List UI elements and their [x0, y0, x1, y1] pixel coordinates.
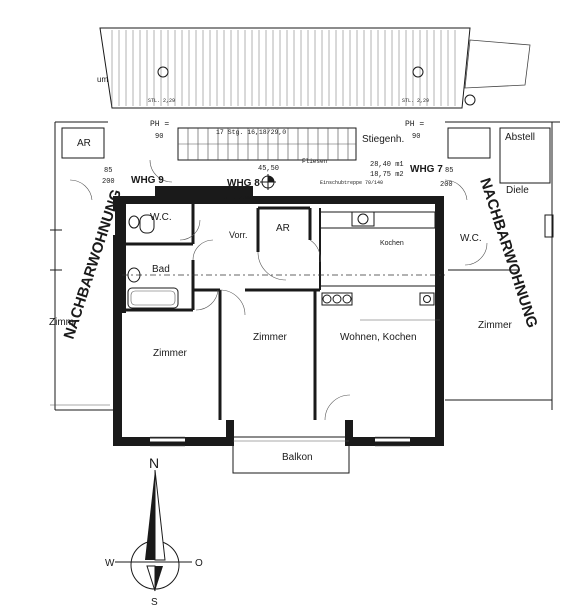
- ar-left-label: AR: [77, 138, 91, 149]
- ph-right: PH =: [405, 120, 424, 129]
- balcony: [232, 436, 350, 474]
- fliesen-label: Fliesen: [302, 158, 328, 165]
- compass-o: O: [195, 558, 203, 569]
- bathroom-fixtures: [127, 214, 179, 309]
- compass-w: W: [105, 558, 115, 569]
- roof-hatching: [99, 27, 531, 109]
- unit-label: WHG 8: [227, 178, 260, 189]
- stl-label-2: STL. 2,29: [402, 98, 429, 104]
- area-m2: 18,75 m2: [370, 171, 404, 179]
- stair-steps: 17 Stg. 16,18/29,0: [216, 129, 286, 136]
- ph-left-val: 90: [155, 133, 163, 141]
- zimmer-left-label: Zimmer: [153, 348, 188, 359]
- stl-label-1: STL. 2,29: [148, 98, 175, 104]
- staircase: [177, 127, 357, 161]
- right-neighbor-outline: [445, 121, 560, 410]
- door-label-left-2: 200: [102, 178, 115, 186]
- door-swings: [69, 159, 488, 421]
- ph-left: PH =: [150, 120, 169, 129]
- bad-label: Bad: [152, 264, 170, 275]
- vorr-label: Vorr.: [229, 230, 248, 240]
- abstell-label: Abstell: [505, 132, 535, 143]
- stair-label: Stiegenh.: [362, 134, 404, 145]
- neighbor-right-label: NACHBARWOHNUNG: [476, 176, 540, 330]
- window-markers: [111, 210, 410, 447]
- compass-labels: N S W O: [105, 455, 203, 608]
- door-label-right: 85: [445, 167, 453, 175]
- unit-left-label: WHG 9: [131, 175, 164, 186]
- ar-center-label: AR: [276, 223, 290, 234]
- wohnen-label: Wohnen, Kochen: [340, 332, 417, 343]
- zimmer-right-label: Zimmer: [478, 320, 513, 331]
- level-marker: [157, 66, 476, 190]
- unit-right-label: WHG 7: [410, 164, 443, 175]
- interior-partitions: [122, 203, 445, 420]
- stl-label-3: STL. 2,00: [224, 195, 251, 201]
- level-mark: 45,50: [258, 165, 279, 173]
- balkon-label: Balkon: [282, 452, 313, 463]
- compass-n: N: [149, 455, 159, 471]
- kochen-label: Kochen: [380, 240, 404, 247]
- door-label-left: 85: [104, 167, 112, 175]
- wc-right-label: W.C.: [460, 233, 482, 244]
- diele-label: Diele: [506, 185, 529, 196]
- door-label-right-2: 200: [440, 181, 453, 189]
- compass-s: S: [151, 597, 158, 608]
- compass-rose: [115, 469, 192, 592]
- zimmer-far-left-label: Zimm: [49, 317, 74, 328]
- area-m1: 28,40 m1: [370, 161, 404, 169]
- einschub-label: Einschubtreppe 70/140: [320, 180, 383, 186]
- wc-center-label: W.C.: [150, 212, 172, 223]
- um-label: um: [97, 75, 108, 84]
- zimmer-mid-label: Zimmer: [253, 332, 288, 343]
- ph-right-val: 90: [412, 133, 420, 141]
- left-neighbor-outline: [50, 121, 115, 411]
